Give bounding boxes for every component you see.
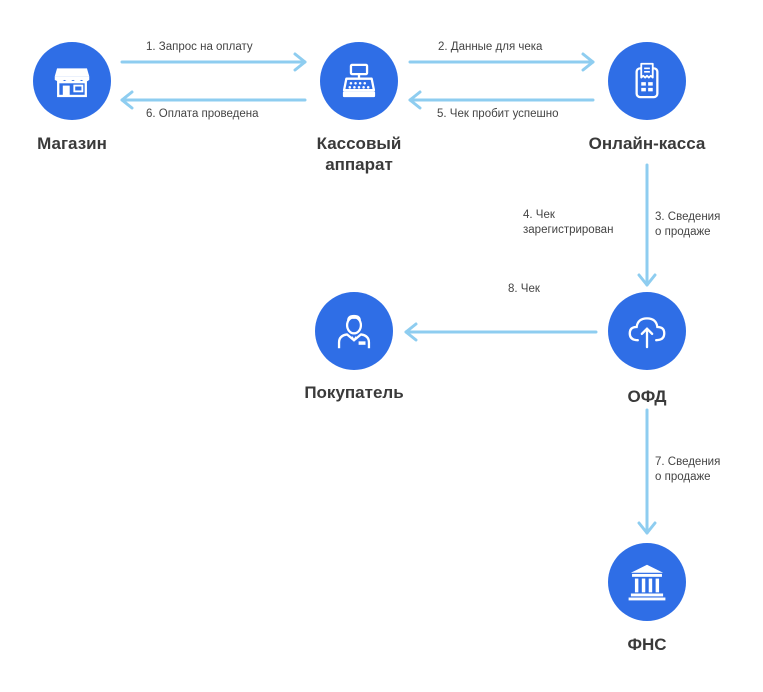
- receipt-terminal-icon: [635, 62, 659, 99]
- edge-label-7: 7. Сведения о продаже: [655, 456, 721, 483]
- arrow-online-to-ofd: [637, 163, 657, 287]
- fns-label: ФНС: [627, 635, 667, 654]
- edge-label-3: 3. Сведения о продаже: [655, 211, 721, 238]
- buyer-node: [315, 292, 393, 370]
- person-icon: [337, 314, 371, 349]
- edge-label-1: 1. Запрос на оплату: [146, 41, 253, 53]
- shop-node: [33, 42, 111, 120]
- cloud-upload-icon: [628, 317, 666, 349]
- register-label: Кассовый аппарат: [316, 134, 402, 174]
- arrow-shop-to-register: [120, 52, 307, 72]
- cash-register-icon: [342, 63, 376, 98]
- government-building-icon: [628, 564, 666, 601]
- ofd-node: [608, 292, 686, 370]
- arrow-ofd-to-fns: [637, 408, 657, 535]
- arrow-online-to-register: [408, 90, 595, 110]
- edge-label-2: 2. Данные для чека: [438, 41, 543, 53]
- ofd-label: ОФД: [627, 387, 667, 406]
- edge-label-6: 6. Оплата проведена: [146, 108, 259, 120]
- online-register-label: Онлайн-касса: [588, 134, 706, 153]
- arrow-register-to-shop: [120, 90, 307, 110]
- register-node: [320, 42, 398, 120]
- fns-node: [608, 543, 686, 621]
- online-register-node: [608, 42, 686, 120]
- edge-label-4: 4. Чек зарегистрирован: [523, 209, 614, 236]
- edge-label-5: 5. Чек пробит успешно: [437, 108, 559, 120]
- storefront-icon: [54, 68, 90, 98]
- arrow-ofd-to-buyer: [404, 322, 598, 342]
- edge-label-8: 8. Чек: [508, 283, 540, 295]
- arrow-register-to-online: [408, 52, 595, 72]
- shop-label: Магазин: [37, 134, 107, 153]
- buyer-label: Покупатель: [304, 383, 404, 402]
